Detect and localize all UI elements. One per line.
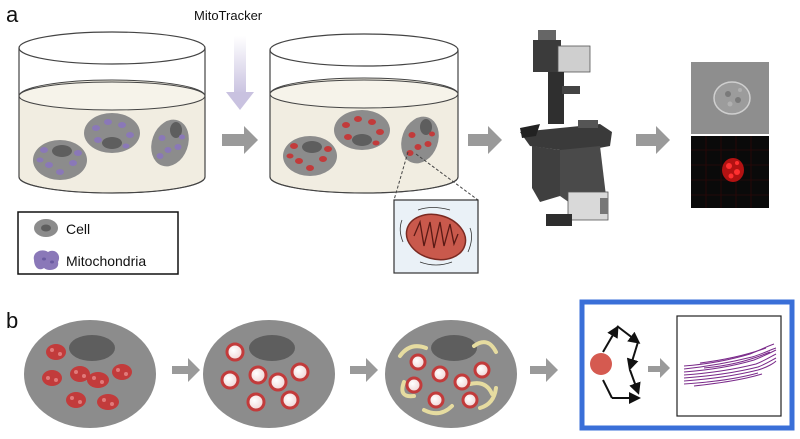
cell	[84, 113, 140, 153]
cell	[334, 110, 390, 150]
process-arrow	[648, 358, 670, 378]
cell-icon	[34, 219, 58, 237]
cell-mitochondria-intact	[24, 320, 156, 428]
particle-trajectory-icon	[590, 325, 641, 404]
cell	[401, 116, 439, 164]
cell	[151, 119, 189, 167]
trajectory-plot	[676, 315, 782, 417]
culture-dish-untreated	[18, 31, 206, 194]
legend: Cell Mitochondria	[17, 211, 179, 275]
cell	[283, 136, 337, 176]
cell	[33, 140, 87, 180]
brightfield-image	[691, 62, 769, 134]
legend-label-cell: Cell	[66, 221, 90, 237]
mitochondrion-zoom-callout	[393, 151, 479, 274]
mitochondria-icon	[33, 250, 60, 270]
process-arrow	[468, 126, 502, 154]
cell-mitochondria-fragmented	[385, 320, 517, 428]
cell-mitochondria-vesicles	[203, 320, 335, 428]
process-arrow	[530, 358, 558, 382]
dye-label: MitoTracker	[194, 8, 263, 23]
process-arrow	[222, 126, 258, 154]
process-arrow	[172, 358, 200, 382]
process-arrow	[636, 126, 670, 154]
microscope-icon	[520, 30, 612, 226]
panel-label-b: b	[6, 308, 18, 333]
process-arrow	[350, 358, 378, 382]
culture-dish-stained	[269, 33, 459, 194]
legend-label-mitochondria: Mitochondria	[66, 253, 146, 269]
panel-label-a: a	[6, 2, 19, 27]
dye-addition-arrow	[226, 36, 254, 110]
fluorescence-image	[691, 136, 769, 208]
tracking-analysis-panel	[579, 299, 795, 431]
mitochondrion-icon	[399, 207, 472, 266]
